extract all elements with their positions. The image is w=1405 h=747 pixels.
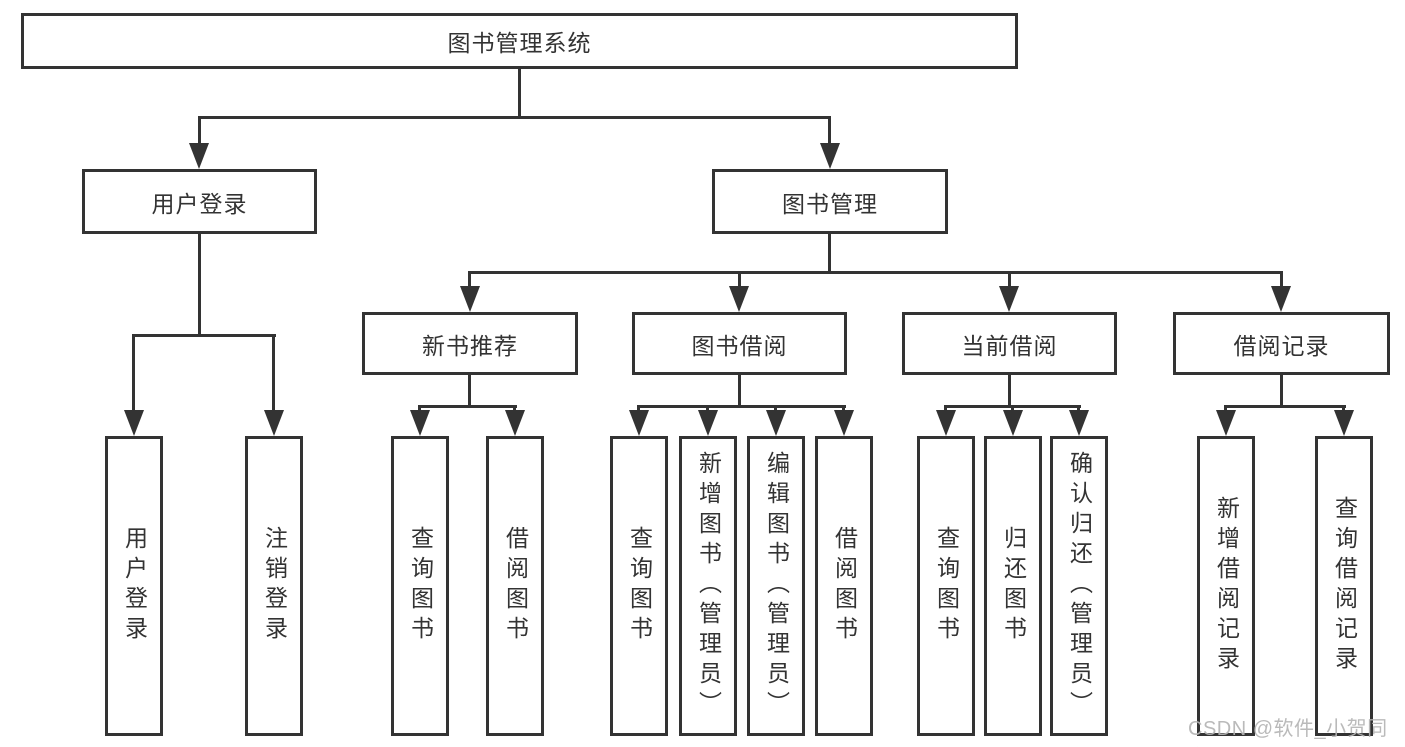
connector-leaf-drop bbox=[513, 405, 516, 414]
leaf-query-borrow-record: 查询借阅记录 bbox=[1315, 436, 1373, 736]
connector-book-mgmt-drop bbox=[828, 116, 831, 146]
connector-user-login-hline bbox=[132, 334, 276, 337]
leaf-query-books-3: 查询图书 bbox=[917, 436, 975, 736]
leaf-query-books-2: 查询图书 bbox=[610, 436, 668, 736]
arrow-to-borrow-books-1 bbox=[505, 410, 525, 436]
connector-book-borrow-stem bbox=[738, 375, 741, 408]
arrow-to-query-books-1 bbox=[410, 410, 430, 436]
arrow-to-new-book-recommend bbox=[460, 286, 480, 312]
node-book-borrowing: 图书借阅 bbox=[632, 312, 847, 375]
leaf-borrow-books-2: 借阅图书 bbox=[815, 436, 873, 736]
connector-leaf-drop bbox=[418, 405, 421, 414]
leaf-edit-books-admin: 编辑图书（管理员） bbox=[747, 436, 805, 736]
leaf-query-books-1: 查询图书 bbox=[391, 436, 449, 736]
node-new-book-recommend: 新书推荐 bbox=[362, 312, 578, 375]
leaf-logout-login: 注销登录 bbox=[245, 436, 303, 736]
arrow-to-book-borrowing bbox=[729, 286, 749, 312]
connector-current-borrow-stem bbox=[1008, 375, 1011, 408]
arrow-to-borrow-books-2 bbox=[834, 410, 854, 436]
connector-book-mgmt-hline bbox=[468, 271, 1282, 274]
connector-leaf-drop bbox=[706, 405, 709, 414]
connector-book-borrow-drop bbox=[738, 271, 741, 289]
arrow-to-logout-leaf bbox=[264, 410, 284, 436]
connector-logout-leaf-drop bbox=[272, 334, 275, 414]
leaf-confirm-return-admin: 确认归还（管理员） bbox=[1050, 436, 1108, 736]
arrow-to-borrowing-records bbox=[1271, 286, 1291, 312]
connector-leaf-drop bbox=[1342, 405, 1345, 414]
leaf-add-borrow-record: 新增借阅记录 bbox=[1197, 436, 1255, 736]
connector-borrow-records-stem bbox=[1280, 375, 1283, 408]
connector-leaf-drop bbox=[1011, 405, 1014, 414]
node-borrowing-records: 借阅记录 bbox=[1173, 312, 1390, 375]
connector-leaf-drop bbox=[842, 405, 845, 414]
connector-borrow-records-drop bbox=[1280, 271, 1283, 289]
connector-new-book-hline bbox=[418, 405, 517, 408]
connector-leaf-drop bbox=[1224, 405, 1227, 414]
arrow-to-query-borrow-record bbox=[1334, 410, 1354, 436]
connector-book-borrow-hline bbox=[637, 405, 846, 408]
connector-new-book-drop bbox=[468, 271, 471, 289]
connector-current-borrow-drop bbox=[1008, 271, 1011, 289]
connector-borrow-records-hline bbox=[1224, 405, 1346, 408]
leaf-return-books: 归还图书 bbox=[984, 436, 1042, 736]
arrow-to-query-books-2 bbox=[629, 410, 649, 436]
connector-new-book-stem bbox=[468, 375, 471, 408]
arrow-to-book-management bbox=[820, 143, 840, 169]
connector-root-hline bbox=[198, 116, 831, 119]
connector-user-login-drop bbox=[198, 116, 201, 146]
arrow-to-add-borrow-record bbox=[1216, 410, 1236, 436]
leaf-user-login: 用户登录 bbox=[105, 436, 163, 736]
node-current-borrowing: 当前借阅 bbox=[902, 312, 1117, 375]
connector-user-login-stem bbox=[198, 234, 201, 337]
arrow-to-add-books-admin bbox=[698, 410, 718, 436]
connector-login-leaf-drop bbox=[132, 334, 135, 414]
arrow-to-query-books-3 bbox=[936, 410, 956, 436]
node-library-management-system: 图书管理系统 bbox=[21, 13, 1018, 69]
csdn-watermark: CSDN @软件_小贺同学 bbox=[1188, 718, 1388, 740]
arrow-to-user-login bbox=[189, 143, 209, 169]
leaf-add-books-admin: 新增图书（管理员） bbox=[679, 436, 737, 736]
arrow-to-return-books bbox=[1003, 410, 1023, 436]
leaf-borrow-books-1: 借阅图书 bbox=[486, 436, 544, 736]
arrow-to-confirm-return-admin bbox=[1069, 410, 1089, 436]
connector-root-stem bbox=[518, 69, 521, 119]
connector-leaf-drop bbox=[637, 405, 640, 414]
node-user-login: 用户登录 bbox=[82, 169, 317, 234]
node-book-management: 图书管理 bbox=[712, 169, 948, 234]
connector-leaf-drop bbox=[1077, 405, 1080, 414]
connector-book-mgmt-stem bbox=[828, 234, 831, 274]
arrow-to-login-leaf bbox=[124, 410, 144, 436]
connector-leaf-drop bbox=[774, 405, 777, 414]
connector-leaf-drop bbox=[944, 405, 947, 414]
arrow-to-edit-books-admin bbox=[766, 410, 786, 436]
arrow-to-current-borrowing bbox=[999, 286, 1019, 312]
